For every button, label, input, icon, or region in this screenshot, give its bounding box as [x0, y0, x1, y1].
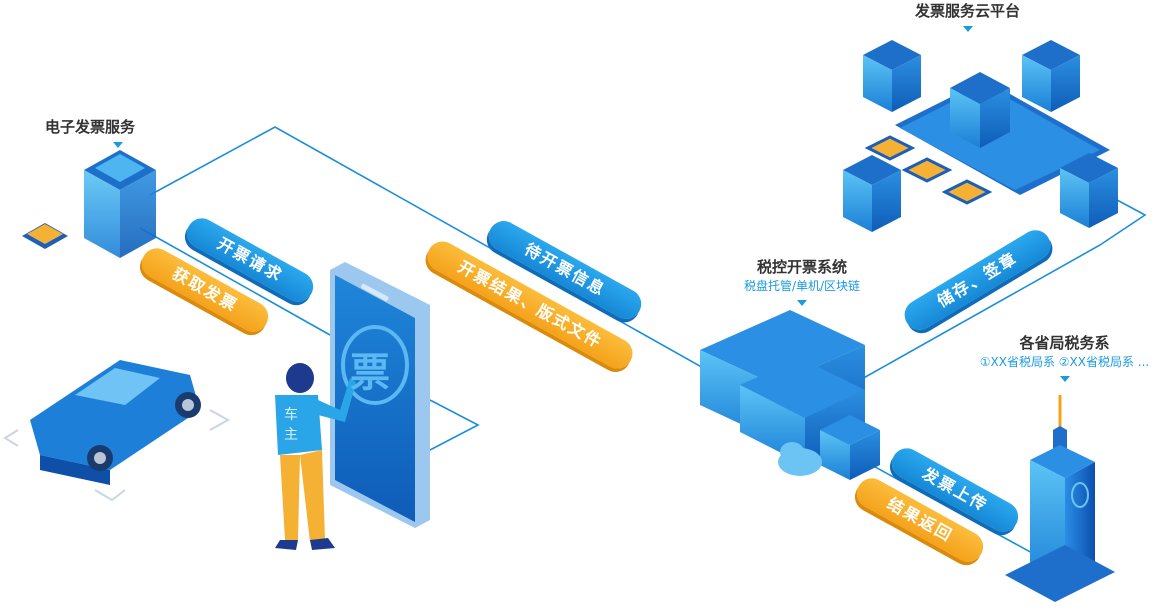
- tax-control-system-subtitle: 税盘托管/单机/区块链: [743, 279, 861, 293]
- cloud-platform-servers-icon: [843, 40, 1118, 232]
- car-owner-person-icon: [275, 363, 356, 550]
- pointer-down-icon: [113, 142, 123, 148]
- provincial-tax-bureau-node: 各省局税务系 ①XX省税局系 ②XX省税局系 ...: [962, 332, 1167, 382]
- provincial-tax-bureau-title: 各省局税务系: [1019, 334, 1110, 352]
- tax-control-server-rack-icon: [700, 310, 880, 480]
- pointer-down-icon: [1059, 376, 1070, 382]
- tax-control-system-title: 税控开票系统: [756, 258, 847, 276]
- pointer-down-icon: [962, 26, 973, 32]
- invoice-glyph: 票: [350, 350, 390, 396]
- e-invoice-service-title: 电子发票服务: [45, 118, 136, 136]
- cloud-platform-title: 发票服务云平台: [915, 2, 1021, 20]
- line-phone-back: [429, 399, 480, 451]
- e-invoice-service-server-icon: [84, 150, 156, 258]
- line-eservice-to-phone: [139, 227, 331, 336]
- cloud-platform-node: 发票服务云平台: [915, 0, 1020, 32]
- provincial-tax-bureau-subtitle: ①XX省税局系 ②XX省税局系 ...: [979, 355, 1150, 369]
- chip-icon: [22, 223, 68, 249]
- tax-control-system-node: 税控开票系统 税盘托管/单机/区块链: [727, 256, 877, 306]
- smartphone-icon: [330, 262, 430, 528]
- car-owner-shirt-label: 车主: [284, 407, 298, 443]
- e-invoice-service-node: 电子发票服务: [45, 116, 135, 148]
- pointer-down-icon: [797, 300, 807, 306]
- line-eservice-to-tax: [149, 126, 731, 384]
- car-icon: [3, 360, 231, 502]
- tax-bureau-building-icon: [1005, 395, 1115, 602]
